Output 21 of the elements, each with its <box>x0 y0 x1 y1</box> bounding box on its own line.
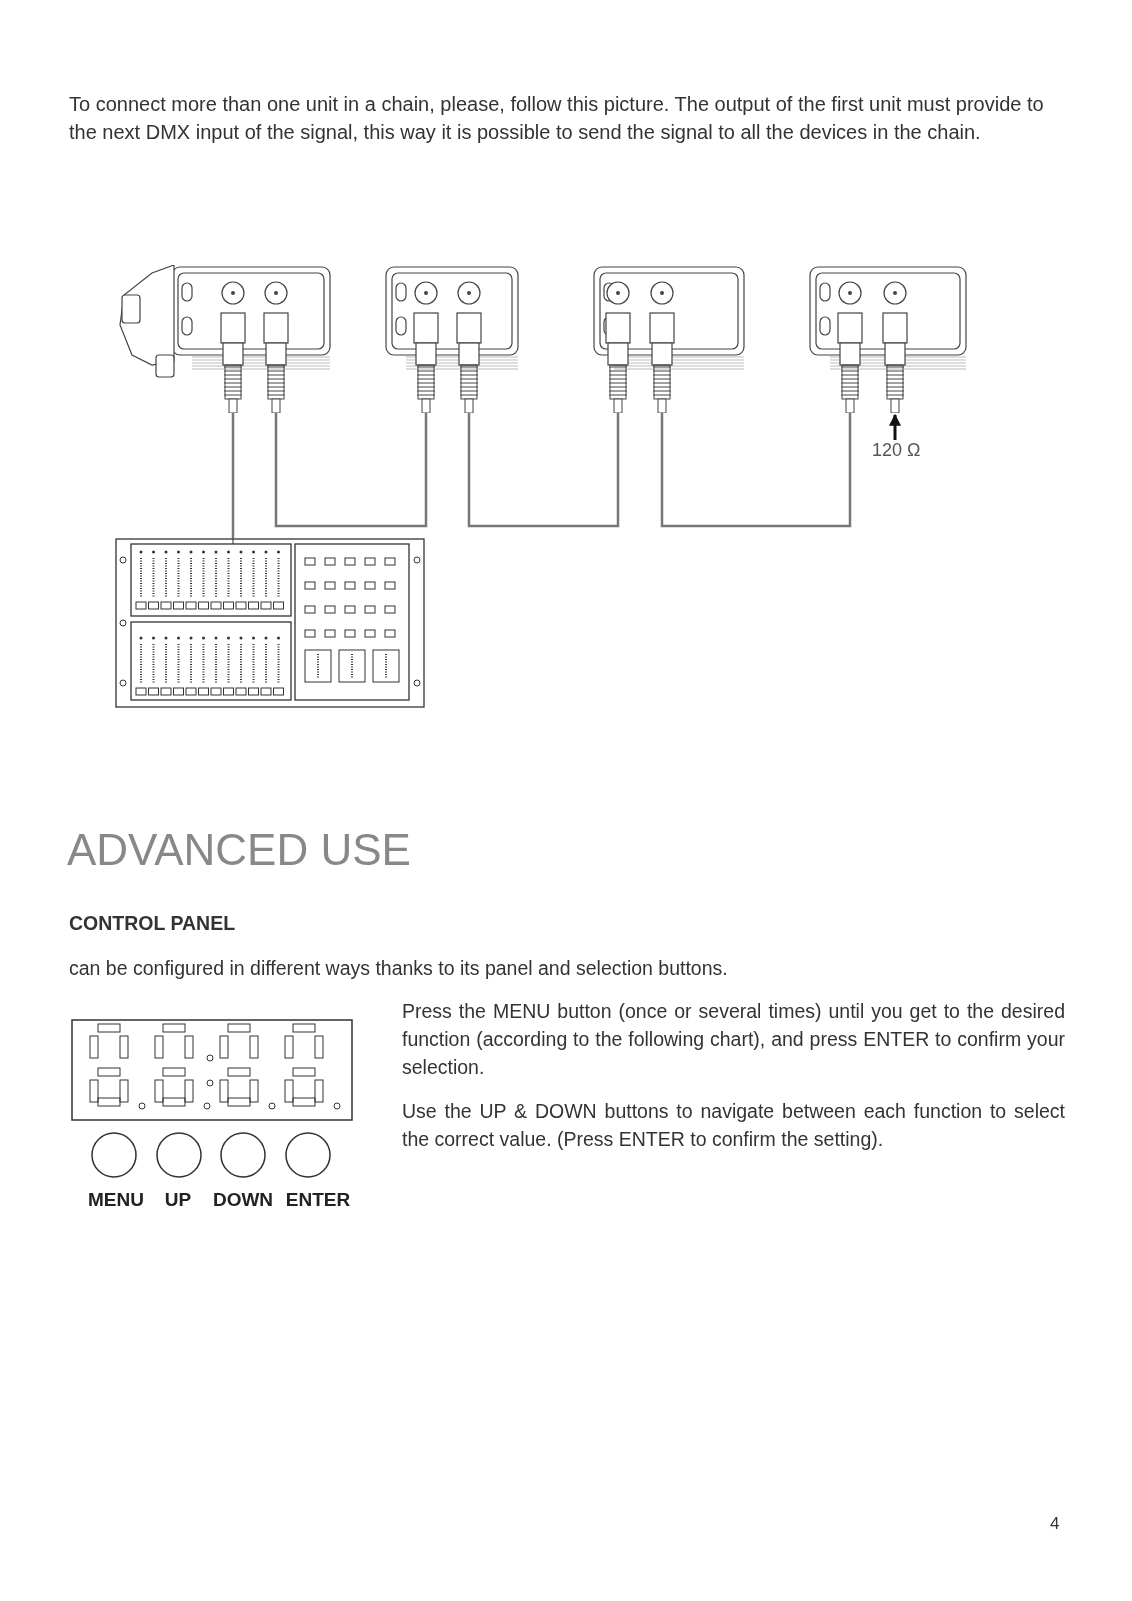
page-number: 4 <box>1050 1513 1061 1535</box>
intro-paragraph: To connect more than one unit in a chain, please, follow this picture. The output of the first unit must provide to the next DMX input of the signal, this way it is possible to send the signal to all the devices in the chain. <box>69 92 1045 145</box>
cable-line <box>467 413 620 528</box>
cable-line <box>231 413 235 538</box>
button-label: MENU <box>87 1188 145 1212</box>
button-label: UP <box>163 1188 193 1212</box>
fixture-drawing <box>592 265 746 413</box>
cable-line <box>660 413 852 528</box>
controller-drawing <box>115 538 425 708</box>
resistance-label: 120 Ω <box>872 440 928 464</box>
body-paragraph: Press the MENU button (once or several times) until you get to the desired function (according to the following chart), and press ENTER to confirm your selection. <box>402 999 1065 1080</box>
button-label: DOWN <box>211 1188 275 1212</box>
body-paragraph: Use the UP & DOWN buttons to navigate between each function to select the correct value. (Press ENTER to confirm the setting). <box>402 1099 1065 1152</box>
section-heading: ADVANCED USE <box>67 824 412 876</box>
arrow <box>889 413 901 440</box>
button-label: ENTER <box>284 1188 352 1212</box>
subheading: CONTROL PANEL <box>69 911 237 936</box>
fixture-drawing <box>384 265 520 413</box>
fixture-drawing <box>808 265 968 413</box>
cable-line <box>274 413 428 528</box>
body-text: can be configured in different ways thanks to its panel and selection buttons. <box>69 956 729 981</box>
